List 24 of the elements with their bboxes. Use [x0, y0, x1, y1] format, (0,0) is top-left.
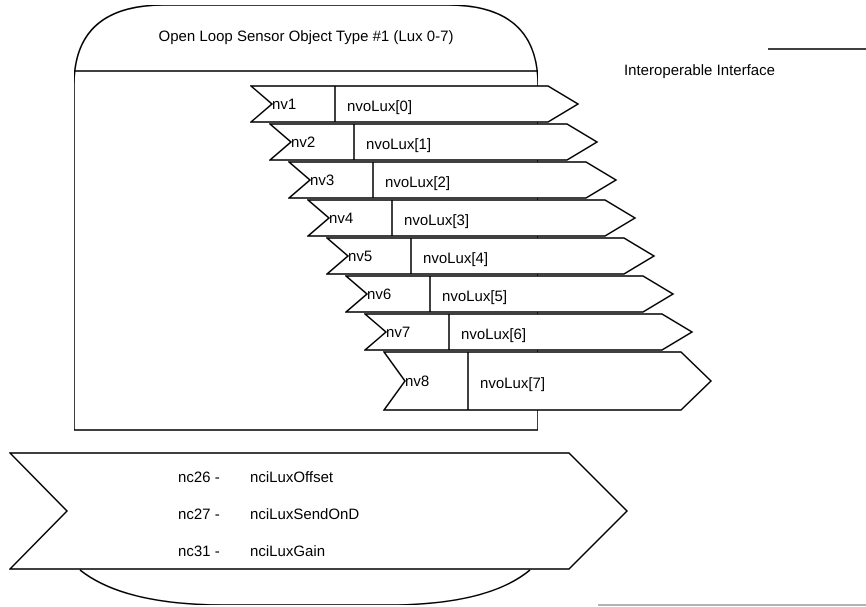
property-name: nciLuxOffset	[250, 468, 334, 488]
variable-number: nv1	[272, 95, 296, 115]
variable-name: nvoLux[5]	[442, 287, 508, 307]
variable-number: nv2	[291, 133, 316, 153]
property-number: nc27 -	[178, 505, 221, 525]
property-number: nc26 -	[178, 468, 221, 488]
variable-number: nv5	[348, 247, 372, 267]
variable-number: nv6	[367, 285, 392, 305]
variable-name: nvoLux[1]	[366, 135, 432, 155]
variable-name: nvoLux[7]	[480, 374, 546, 394]
variable-name: nvoLux[4]	[423, 249, 488, 269]
variable-name: nvoLux[3]	[404, 211, 470, 231]
variable-number: nv8	[405, 372, 430, 392]
variable-name: nvoLux[6]	[461, 325, 526, 345]
block-title: Open Loop Sensor Object Type #1 (Lux 0-7)	[158, 27, 454, 47]
property-name: nciLuxSendOnD	[250, 505, 360, 525]
interface-label: Interoperable Interface	[624, 61, 775, 81]
variable-number: nv7	[386, 323, 410, 343]
variable-number: nv4	[329, 209, 354, 229]
property-number: nc31 -	[178, 542, 221, 562]
variable-name: nvoLux[2]	[385, 173, 450, 193]
variable-number: nv3	[310, 171, 334, 191]
variable-name: nvoLux[0]	[347, 97, 412, 117]
property-name: nciLuxGain	[250, 542, 326, 562]
